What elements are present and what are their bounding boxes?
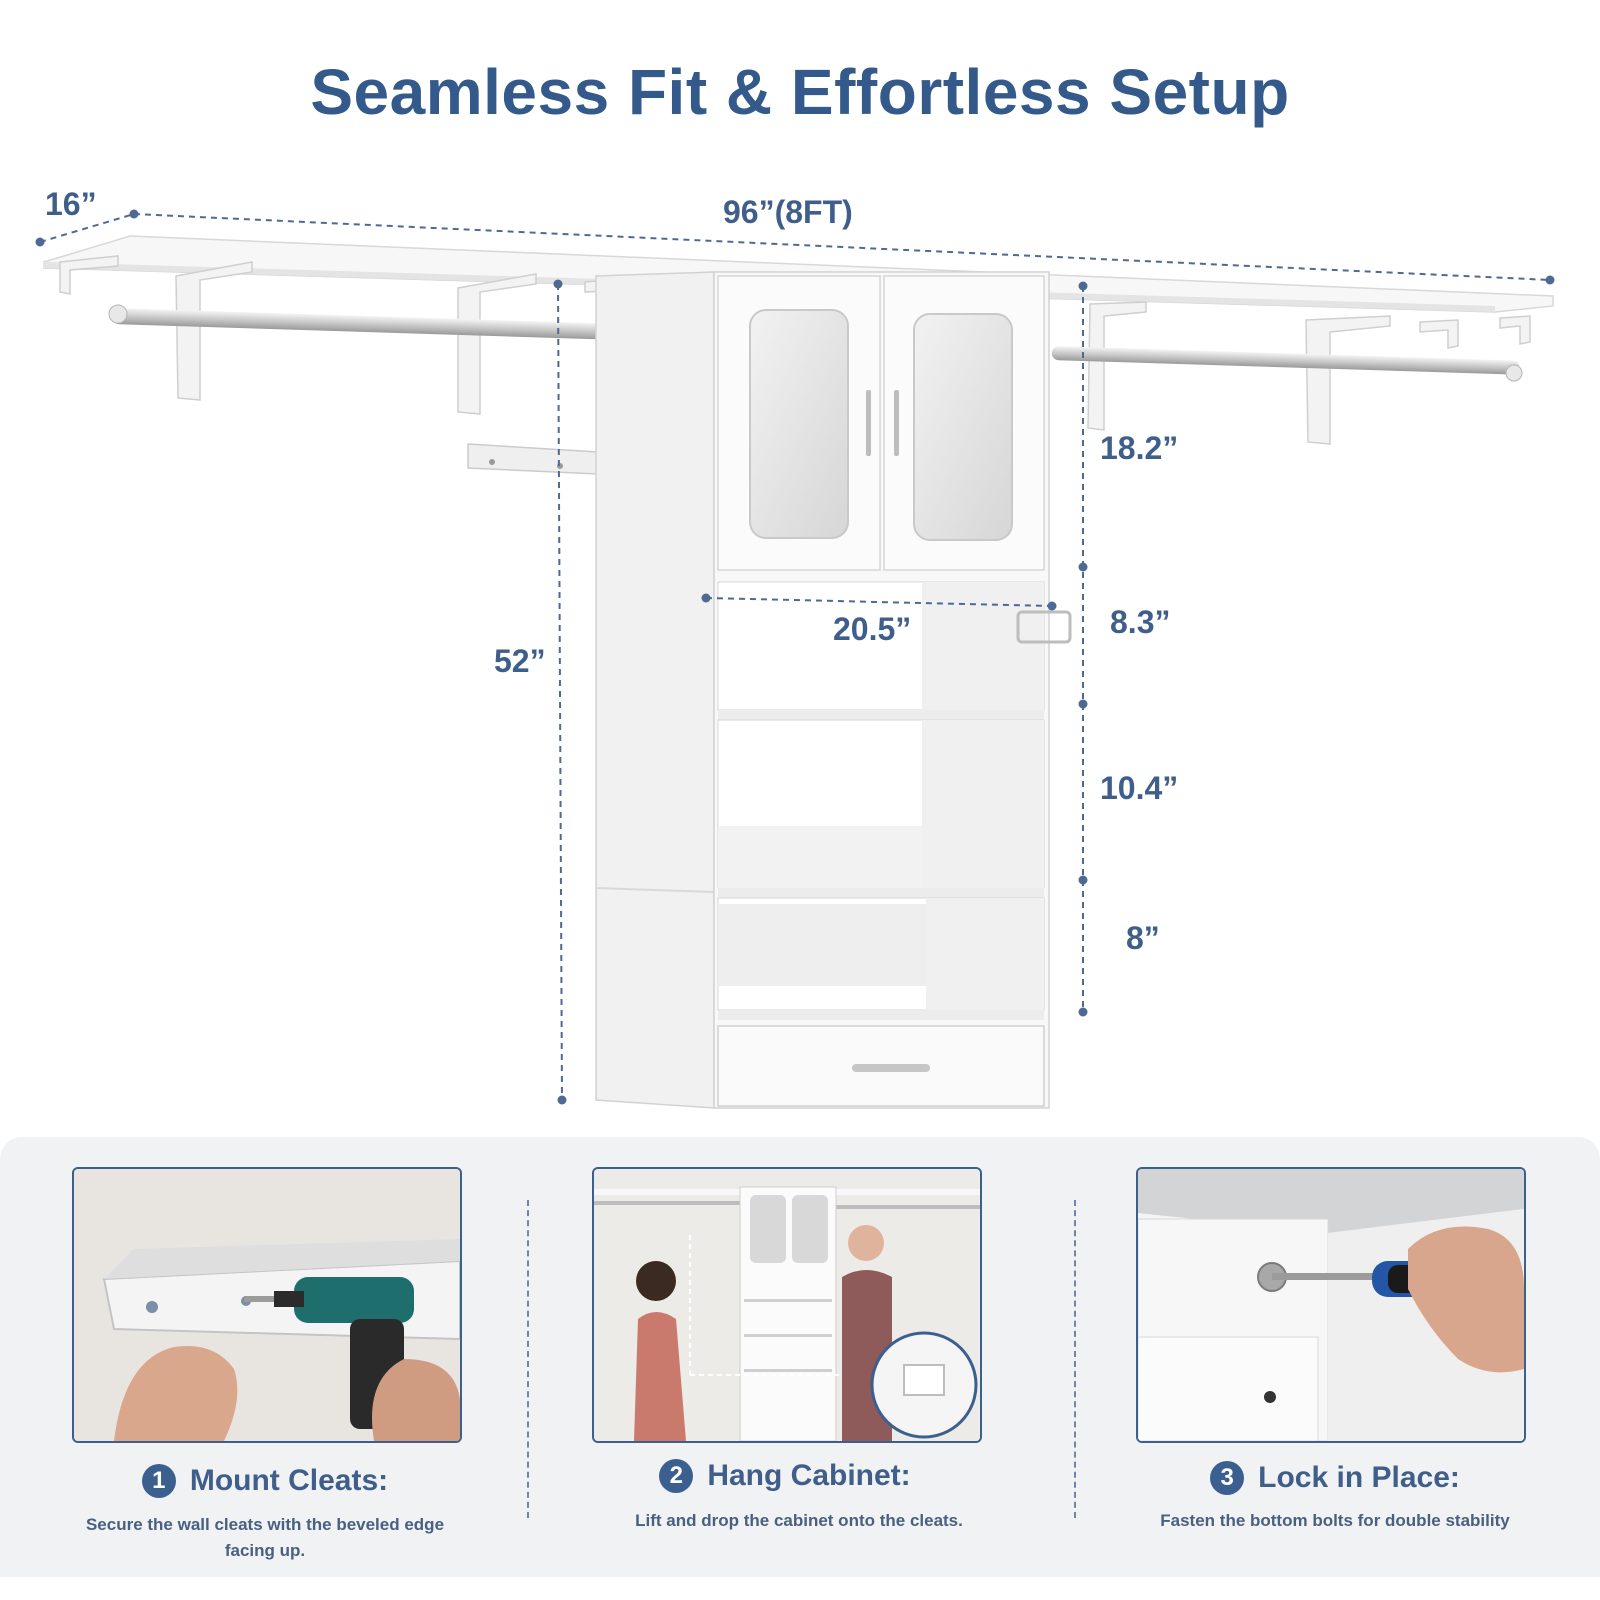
cabinet-height-dimension-label: 18.2” — [1100, 430, 1179, 466]
screwdriver-bolt-photo — [1136, 1167, 1526, 1443]
dimension-lines — [39, 213, 1551, 1101]
right-shelf-brackets — [1087, 301, 1531, 445]
width-dimension-label: 96”(8FT) — [723, 194, 853, 230]
drill-mounting-photo — [72, 1167, 462, 1443]
shelf-2-dimension-label: 10.4” — [1100, 770, 1179, 806]
dimension-dots — [35, 209, 1555, 1105]
couple-hanging-cabinet-photo — [592, 1167, 982, 1443]
step-1-heading: 1 Mount Cleats: — [70, 1461, 460, 1501]
step-3-title: Lock in Place: — [1258, 1461, 1460, 1494]
step-2-number: 2 — [659, 1459, 694, 1493]
step-2-heading: 2 Hang Cabinet: — [590, 1456, 980, 1496]
step-1-number: 1 — [141, 1464, 176, 1498]
step-3-description: Fasten the bottom bolts for double stabi… — [1160, 1511, 1510, 1530]
page-title: Seamless Fit & Effortless Setup — [310, 56, 1290, 128]
shelf-1-dimension-label: 8.3” — [1110, 604, 1171, 640]
height-dimension-label: 52” — [494, 643, 546, 679]
closet-system-diagram — [35, 209, 1555, 1109]
right-hanging-rod — [1051, 346, 1523, 382]
shelf-3-dimension-label: 8” — [1126, 920, 1160, 956]
step-3-heading: 3 Lock in Place: — [1140, 1458, 1530, 1498]
inner-width-dimension-label: 20.5” — [833, 611, 912, 647]
depth-dimension-label: 16” — [45, 186, 97, 222]
step-3-number: 3 — [1210, 1461, 1245, 1495]
step-divider — [527, 1200, 529, 1518]
step-1-title: Mount Cleats: — [189, 1464, 389, 1497]
step-2-description: Lift and drop the cabinet onto the cleat… — [635, 1511, 963, 1530]
tower-cabinet — [595, 271, 1072, 1109]
wall-cleat — [467, 443, 599, 475]
step-2-title: Hang Cabinet: — [707, 1459, 911, 1492]
step-divider — [1074, 1200, 1076, 1518]
step-1-description: Secure the wall cleats with the beveled … — [85, 1515, 445, 1560]
